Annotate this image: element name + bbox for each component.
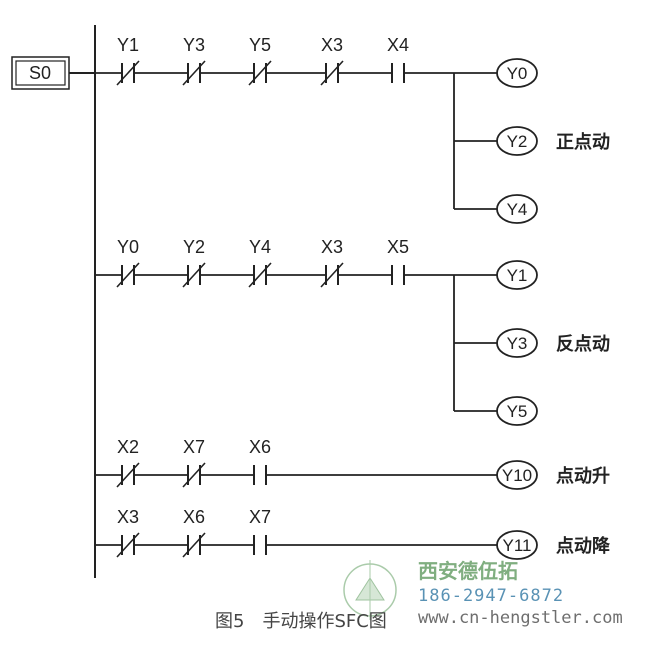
- coil-group-label: 点动降: [556, 535, 611, 557]
- contact-label: X4: [387, 35, 409, 55]
- contact-label: X5: [387, 237, 409, 257]
- contact-slash: [116, 262, 140, 288]
- contact-label: X3: [321, 237, 343, 257]
- contact-label: Y3: [183, 35, 205, 55]
- contact-label: Y5: [249, 35, 271, 55]
- contact-no: [391, 265, 405, 285]
- coil-group-label: 点动升: [556, 465, 610, 487]
- contact-slash: [248, 60, 272, 86]
- contact-slash: [182, 462, 206, 488]
- coil: [496, 530, 538, 560]
- contact-label: X7: [249, 507, 271, 527]
- coil-label: Y5: [507, 402, 528, 421]
- coil: [496, 126, 538, 156]
- coil-label: Y1: [507, 266, 528, 285]
- step-box: S0: [11, 56, 70, 90]
- coil-label: Y3: [507, 334, 528, 353]
- step-box-label: S0: [29, 63, 51, 83]
- contact-slash: [116, 532, 140, 558]
- coil-group-label: 正点动: [556, 131, 610, 153]
- coil: [496, 58, 538, 88]
- contact-label: Y1: [117, 35, 139, 55]
- coil-label: Y10: [502, 466, 532, 485]
- contact-no: [253, 465, 267, 485]
- coil: [496, 328, 538, 358]
- coil: [496, 460, 538, 490]
- contact-no: [391, 63, 405, 83]
- contact-label: X3: [321, 35, 343, 55]
- coil-label: Y0: [507, 64, 528, 83]
- contact-label: X7: [183, 437, 205, 457]
- coil-group-label: 反点动: [556, 333, 610, 355]
- contact-slash: [320, 262, 344, 288]
- figure-caption: 图5 手动操作SFC图: [215, 611, 387, 632]
- contact-label: Y2: [183, 237, 205, 257]
- coil-label: Y2: [507, 132, 528, 151]
- watermark: 西安德伍拓 186-2947-6872 www.cn-hengstler.com: [343, 559, 623, 628]
- contact-slash: [182, 532, 206, 558]
- contact-label: X2: [117, 437, 139, 457]
- watermark-phone: 186-2947-6872: [418, 586, 564, 606]
- contact-slash: [116, 60, 140, 86]
- contact-slash: [116, 462, 140, 488]
- coil: [496, 194, 538, 224]
- contact-label: Y0: [117, 237, 139, 257]
- watermark-url: www.cn-hengstler.com: [418, 608, 623, 628]
- contact-label: X6: [183, 507, 205, 527]
- coil: [496, 396, 538, 426]
- contact-label: Y4: [249, 237, 271, 257]
- contact-slash: [182, 60, 206, 86]
- contact-slash: [248, 262, 272, 288]
- coil-label: Y11: [503, 536, 532, 555]
- contact-label: X6: [249, 437, 271, 457]
- contact-slash: [182, 262, 206, 288]
- contact-label: X3: [117, 507, 139, 527]
- coil-label: Y4: [507, 200, 528, 219]
- contact-no: [253, 535, 267, 555]
- contact-slash: [320, 60, 344, 86]
- coil: [496, 260, 538, 290]
- watermark-company: 西安德伍拓: [418, 559, 518, 583]
- watermark-logo-icon: [343, 560, 397, 620]
